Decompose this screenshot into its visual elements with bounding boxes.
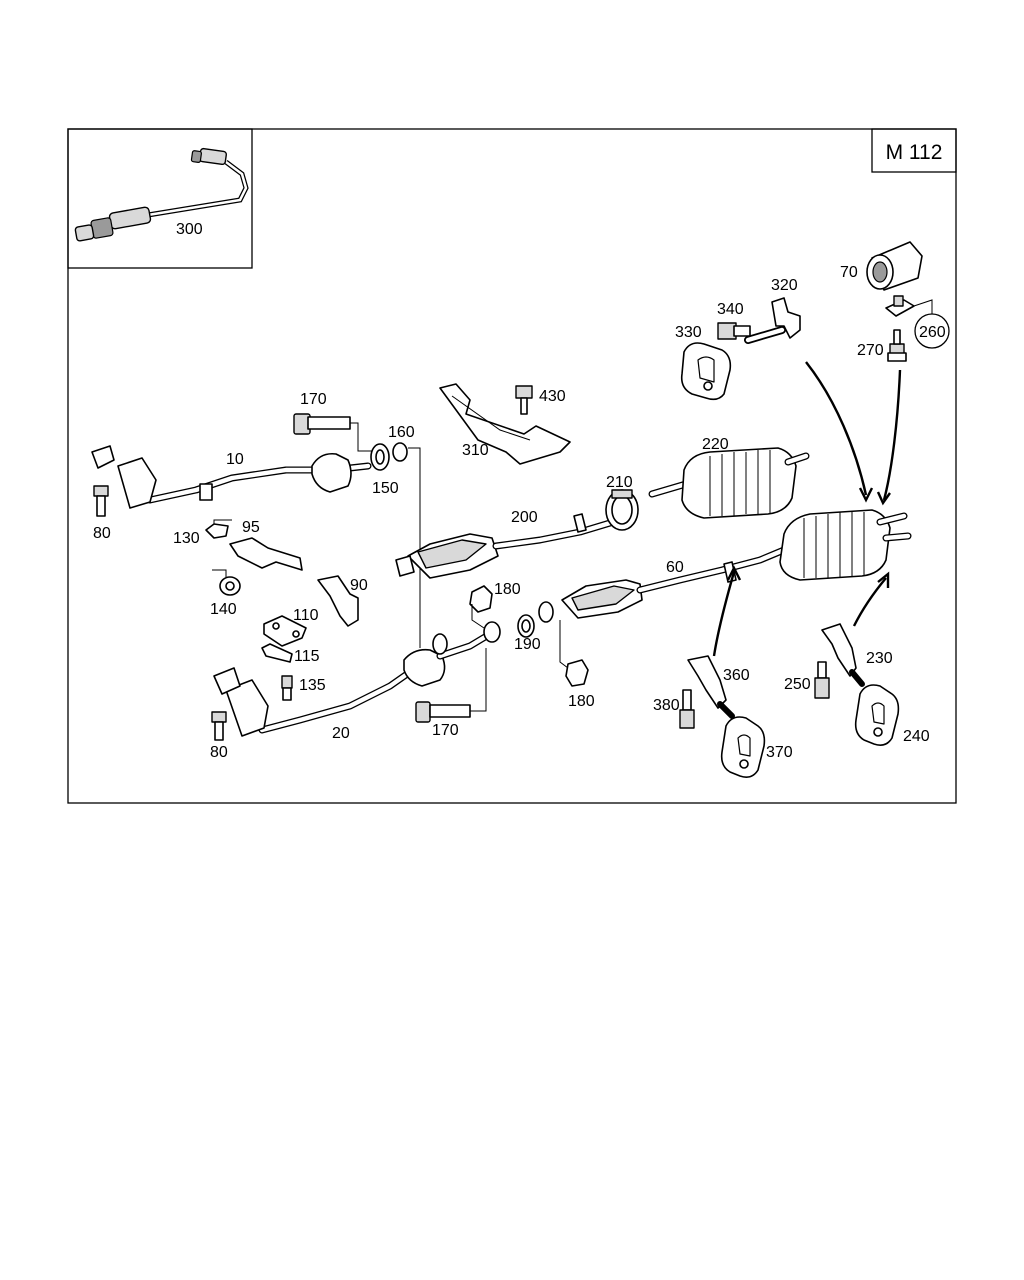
label-430: 430 xyxy=(539,388,566,405)
label-220: 220 xyxy=(702,436,729,453)
label-20: 20 xyxy=(332,725,350,742)
label-60: 60 xyxy=(666,559,684,576)
clamp[interactable] xyxy=(885,295,915,317)
leader-260 xyxy=(913,299,933,314)
label-320: 320 xyxy=(771,277,798,294)
oxygen-sensor[interactable] xyxy=(74,147,249,242)
bolt-380[interactable] xyxy=(679,689,695,729)
rubber-mount-330[interactable] xyxy=(680,342,732,401)
bracket-115[interactable] xyxy=(261,643,293,663)
label-95: 95 xyxy=(242,519,260,536)
bolt-430[interactable] xyxy=(515,385,533,415)
center-muffler-200[interactable] xyxy=(395,513,624,579)
label-170-upper: 170 xyxy=(300,391,327,408)
label-340: 340 xyxy=(717,301,744,318)
rear-muffler-lower[interactable] xyxy=(779,509,912,581)
hanger-230[interactable] xyxy=(821,623,865,687)
engine-code-box xyxy=(871,128,957,173)
bracket-95[interactable] xyxy=(229,537,303,571)
label-360: 360 xyxy=(723,667,750,684)
ring-160[interactable] xyxy=(392,442,421,648)
engine-code: M 112 xyxy=(886,141,943,164)
label-330: 330 xyxy=(675,324,702,341)
label-250: 250 xyxy=(784,676,811,693)
center-muffler-60[interactable] xyxy=(538,546,788,623)
label-160: 160 xyxy=(388,424,415,441)
bolt-170-lower[interactable] xyxy=(415,648,487,723)
label-270: 270 xyxy=(857,342,884,359)
bolt-250[interactable] xyxy=(814,661,830,699)
nut-180-upper[interactable] xyxy=(469,585,493,629)
front-pipe-20[interactable] xyxy=(213,621,501,737)
hanger-360[interactable] xyxy=(687,655,735,719)
front-pipe-10[interactable] xyxy=(91,445,372,509)
label-80-lower: 80 xyxy=(210,744,228,761)
nut-180-lower[interactable] xyxy=(559,620,589,687)
label-140: 140 xyxy=(210,601,237,618)
label-190: 190 xyxy=(514,636,541,653)
tailpipe-trim[interactable] xyxy=(866,241,923,291)
rubber-mount-240[interactable] xyxy=(854,684,900,746)
clamp-110[interactable] xyxy=(263,615,307,647)
label-260: 260 xyxy=(919,324,946,341)
label-115: 115 xyxy=(294,648,320,665)
rear-muffler-220[interactable] xyxy=(648,447,810,519)
arrow-to-muffler-2 xyxy=(882,369,902,501)
label-170-lower: 170 xyxy=(432,722,459,739)
bracket-90[interactable] xyxy=(317,575,359,627)
arrow-to-muffler-1 xyxy=(805,361,868,496)
gasket-190[interactable] xyxy=(517,614,535,638)
label-180-upper: 180 xyxy=(494,581,521,598)
label-150: 150 xyxy=(372,480,399,497)
bolt-80-upper[interactable] xyxy=(93,485,109,517)
inset-frame xyxy=(67,128,253,269)
label-135: 135 xyxy=(299,677,326,694)
nut-140[interactable] xyxy=(212,569,241,596)
bolt-135[interactable] xyxy=(281,675,293,701)
diagram-frame xyxy=(67,128,957,804)
label-110: 110 xyxy=(293,607,319,624)
label-240: 240 xyxy=(903,728,930,745)
bolt-170-upper[interactable] xyxy=(293,413,376,452)
leader-95 xyxy=(213,519,232,524)
label-90: 90 xyxy=(350,577,368,594)
arrow-hanger-360 xyxy=(712,571,736,657)
bolt-80-lower[interactable] xyxy=(211,711,227,741)
label-300: 300 xyxy=(176,221,203,238)
heat-shield[interactable] xyxy=(439,383,571,465)
label-230: 230 xyxy=(866,650,893,667)
bolt-340[interactable] xyxy=(717,322,751,340)
clip-130[interactable] xyxy=(205,523,229,539)
hanger-bracket-320[interactable] xyxy=(744,297,801,344)
label-130: 130 xyxy=(173,530,200,547)
label-80-upper: 80 xyxy=(93,525,111,542)
label-200: 200 xyxy=(511,509,538,526)
gasket-150[interactable] xyxy=(370,443,390,471)
bolt-270[interactable] xyxy=(887,329,907,362)
clamp-210[interactable] xyxy=(605,489,639,531)
label-180-lower: 180 xyxy=(568,693,595,710)
label-70: 70 xyxy=(840,264,858,281)
label-380: 380 xyxy=(653,697,680,714)
label-210: 210 xyxy=(606,474,633,491)
rubber-mount-370[interactable] xyxy=(720,716,766,778)
label-310: 310 xyxy=(462,442,489,459)
label-370: 370 xyxy=(766,744,793,761)
label-10: 10 xyxy=(226,451,244,468)
arrow-hanger-230 xyxy=(852,577,887,627)
